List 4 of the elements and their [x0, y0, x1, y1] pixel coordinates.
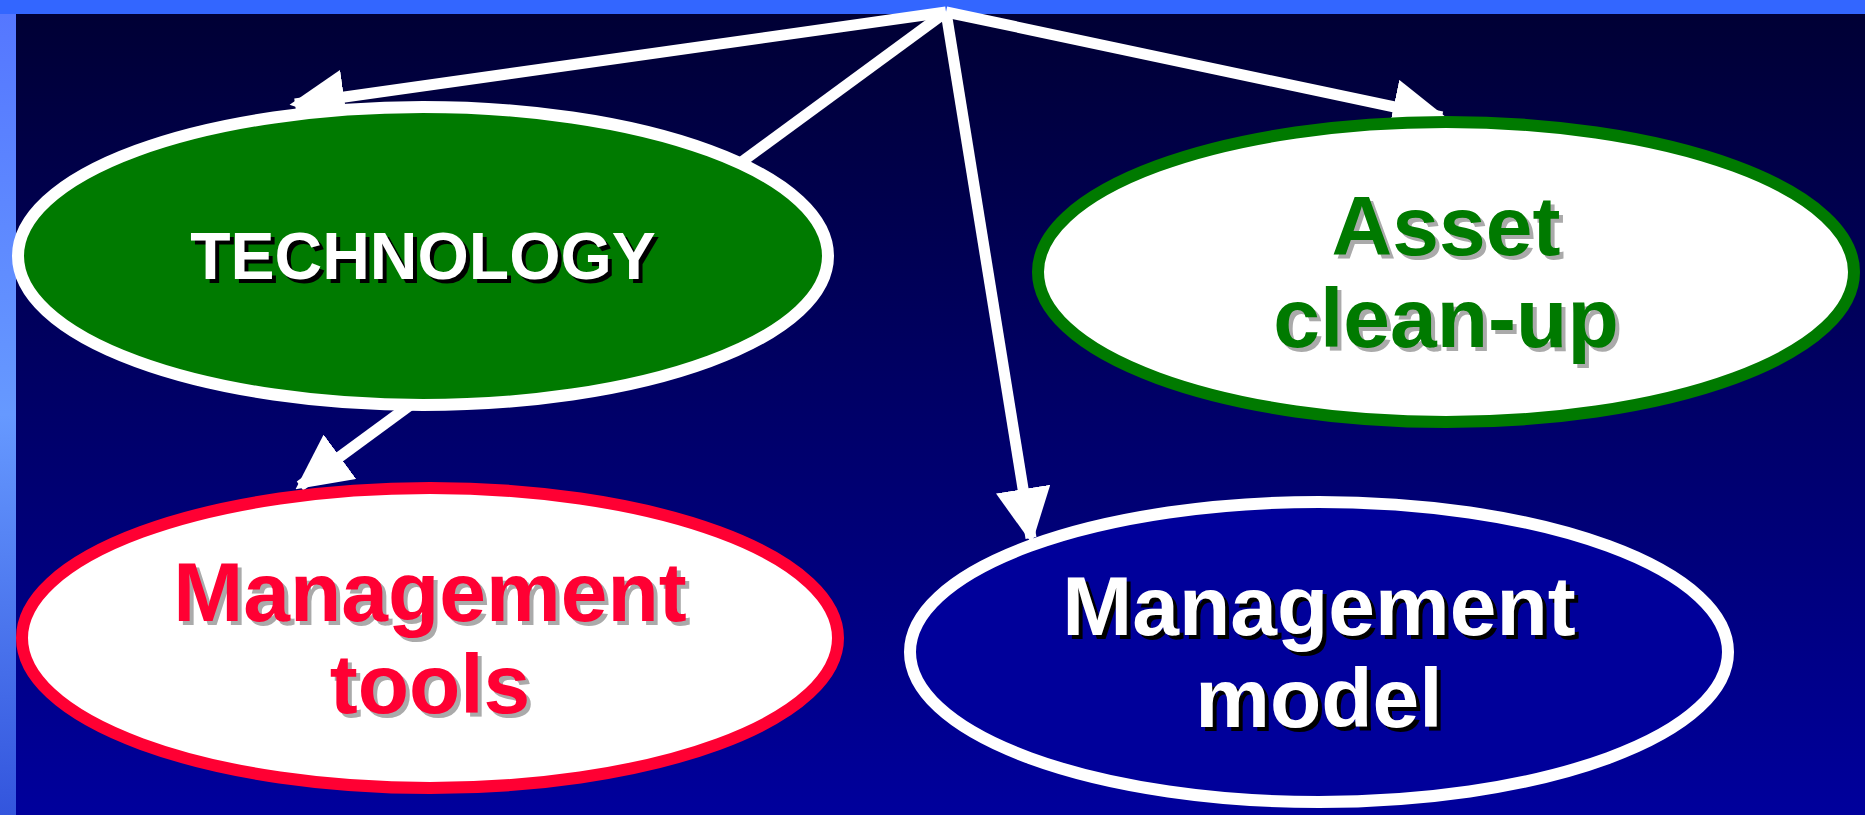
node-label: Asset clean-up [1272, 179, 1620, 365]
node-label: Management model [1061, 559, 1577, 745]
node-label: TECHNOLOGY [189, 219, 657, 293]
node-label: Management tools [172, 545, 688, 731]
